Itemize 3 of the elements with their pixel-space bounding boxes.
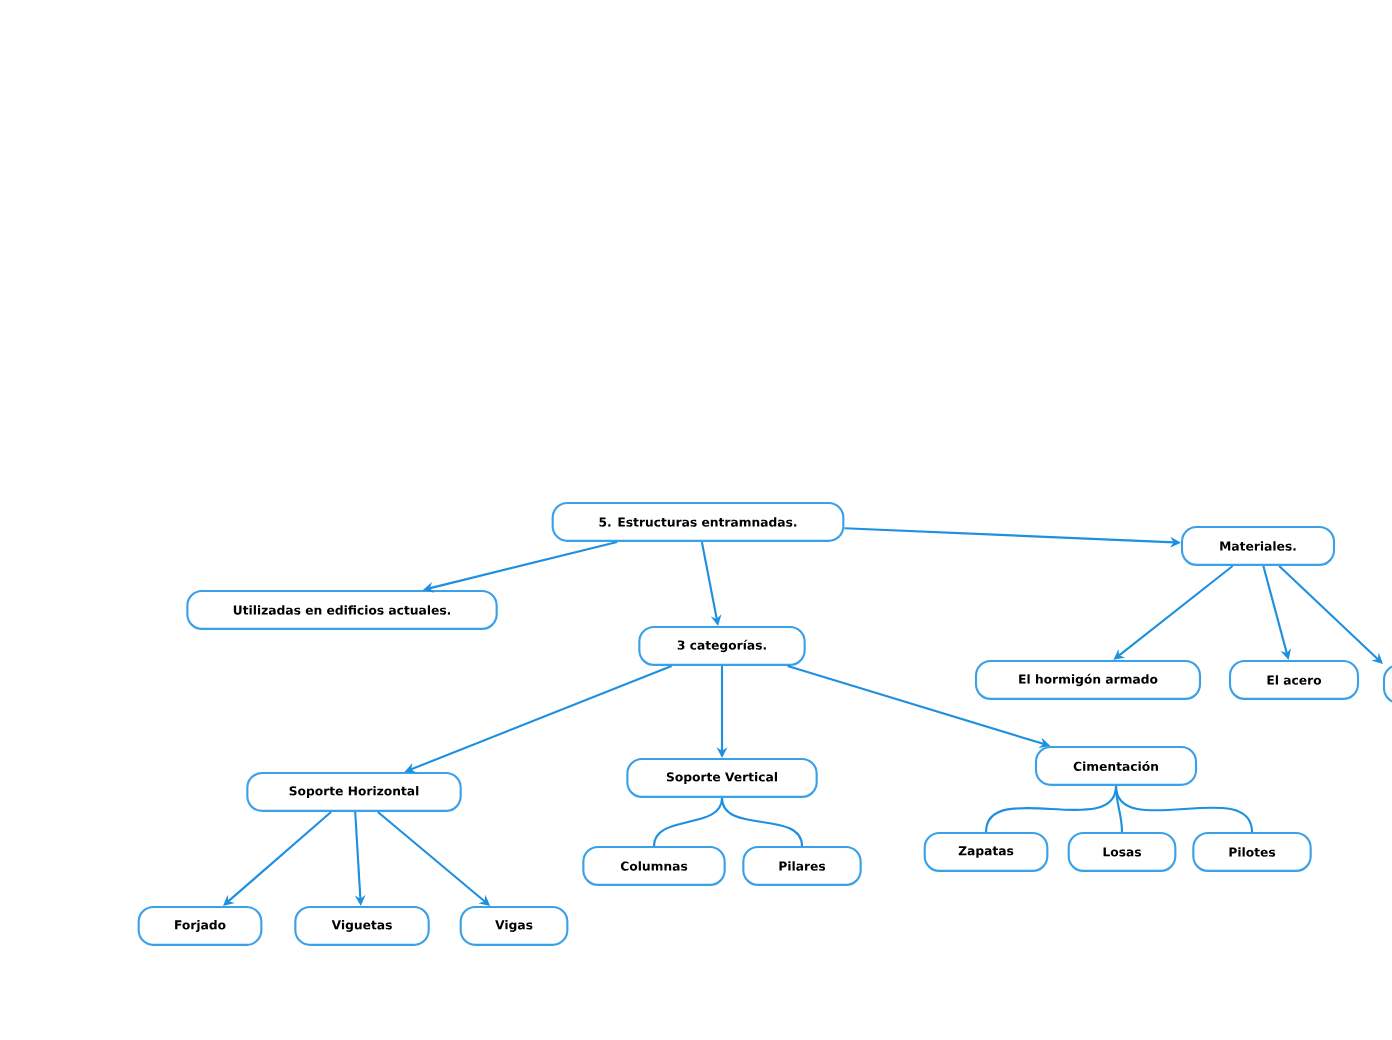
topic-box [1382, 664, 1392, 704]
arrow [223, 811, 332, 906]
arrow [1278, 565, 1383, 664]
